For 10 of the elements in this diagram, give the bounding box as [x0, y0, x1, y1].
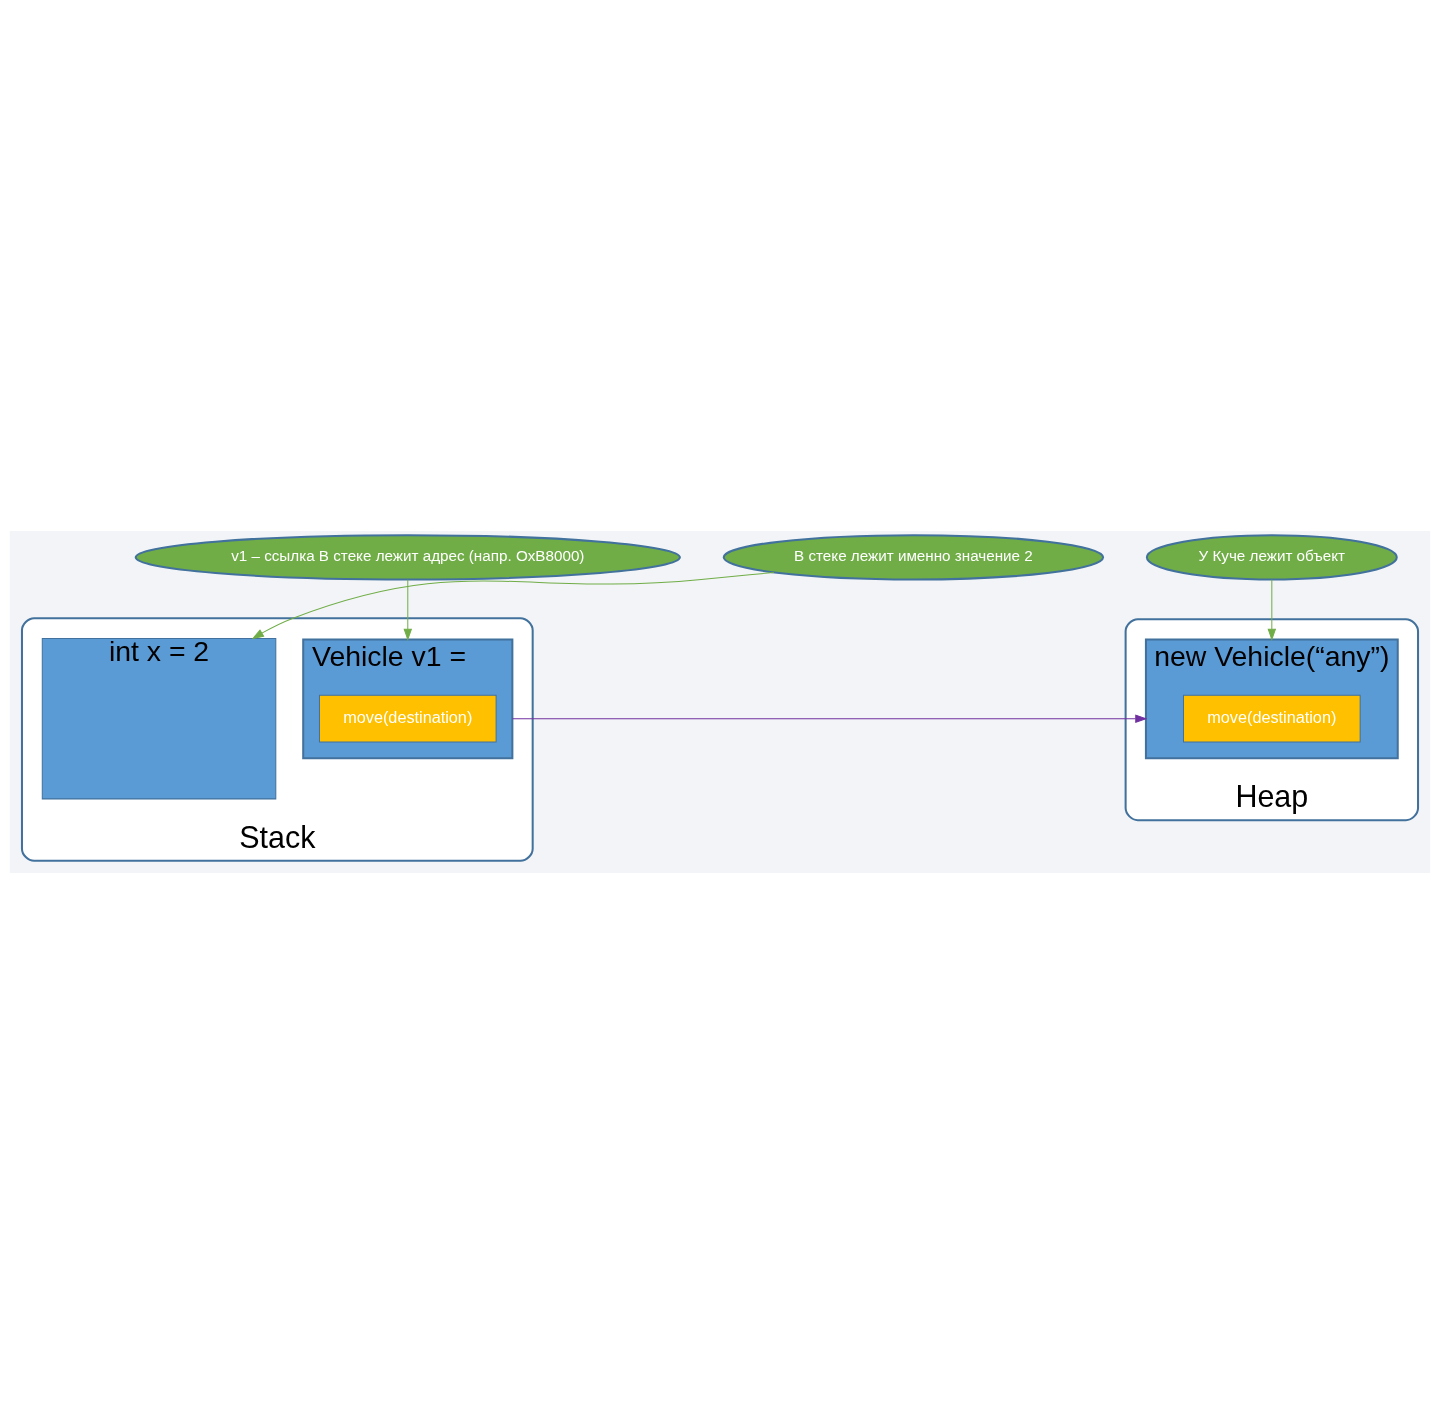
arrow: [511, 713, 1148, 723]
arrow: [251, 571, 775, 639]
node-box: int x = 2: [41, 637, 277, 799]
arrow: [1267, 578, 1277, 641]
node-box: move(destination): [1183, 694, 1361, 743]
node-box: move(destination): [318, 694, 497, 743]
node-ellipse: В стеке лежит именно значение 2: [722, 533, 1105, 580]
node-ellipse: У Куче лежит объект: [1145, 533, 1398, 580]
arrow: [403, 578, 413, 641]
node-ellipse: v1 – ссылка В стеке лежит адрес (напр. OxB8000): [134, 533, 681, 580]
